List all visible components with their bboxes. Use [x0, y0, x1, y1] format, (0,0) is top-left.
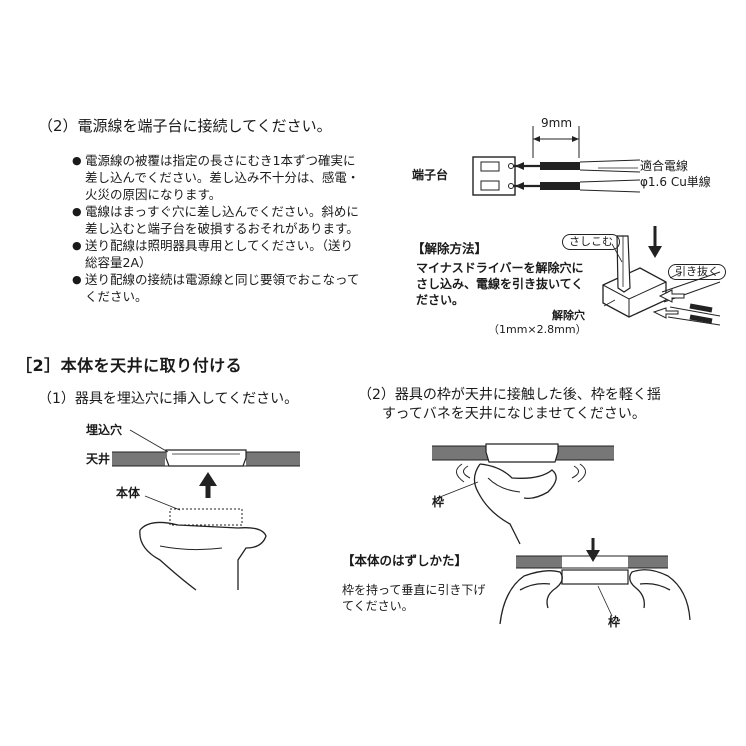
ceiling-label: 天井: [86, 452, 111, 466]
body-label: 本体: [116, 486, 141, 500]
step2-text-line2: すってバネを天井になじませてください。: [382, 406, 646, 422]
section-heading: ［2］本体を天井に取り付ける: [16, 356, 243, 375]
wiring-note: 送り配線の接続は電源線と同じ要領でおこなってください。: [72, 271, 362, 305]
terminal-block-label: 端子台: [412, 168, 449, 182]
removal-title: 【本体のはずしかた】: [342, 553, 468, 568]
release-illustration: [602, 226, 721, 326]
wiring-note: 電源線の被覆は指定の長さにむき1本ずつ確実に差し込んでください。差し込み不十分は…: [72, 152, 362, 203]
hole-label: 埋込穴: [86, 423, 123, 437]
strip-length-label: 9mm: [541, 116, 573, 130]
release-text: マイナスドライバーを解除穴にさし込み、電線を引き抜いてください。: [416, 261, 584, 307]
pull-label: 引き抜く: [668, 264, 726, 280]
wire-spec-label: 適合電線: [640, 159, 689, 173]
frame-label: 枠: [432, 495, 445, 509]
insert-label: さしこむ: [562, 234, 620, 250]
release-title: 【解除方法】: [412, 241, 488, 256]
step2-text-line1: （2）器具の枠が天井に接触した後、枠を軽く揺: [358, 387, 661, 403]
wiring-note: 電線はまっすぐ穴に差し込んでください。斜めに差し込むと端子台を破損するおそれがあ…: [72, 203, 362, 237]
step2-illustration: [432, 443, 614, 545]
release-hole-size: （1mm×2.8mm）: [488, 323, 587, 336]
removal-illustration: [499, 538, 691, 625]
removal-frame-label: 枠: [608, 615, 621, 629]
wiring-note: 送り配線は照明器具専用としてください。（送り総容量2A）: [72, 237, 362, 271]
wiring-notes: 電源線の被覆は指定の長さにむき1本ずつ確実に差し込んでください。差し込み不十分は…: [72, 152, 362, 305]
terminal-diagram: [472, 126, 641, 196]
step1-text: （1）器具を埋込穴に挿入してください。: [38, 391, 299, 407]
wiring-step-title: （2）電源線を端子台に接続してください。: [38, 117, 332, 135]
release-hole-label: 解除穴: [552, 309, 585, 322]
wire-gauge-label: φ1.6 Cu単線: [640, 175, 711, 189]
removal-text: 枠を持って垂直に引き下げてください。: [342, 583, 486, 613]
step1-illustration: [112, 429, 300, 591]
